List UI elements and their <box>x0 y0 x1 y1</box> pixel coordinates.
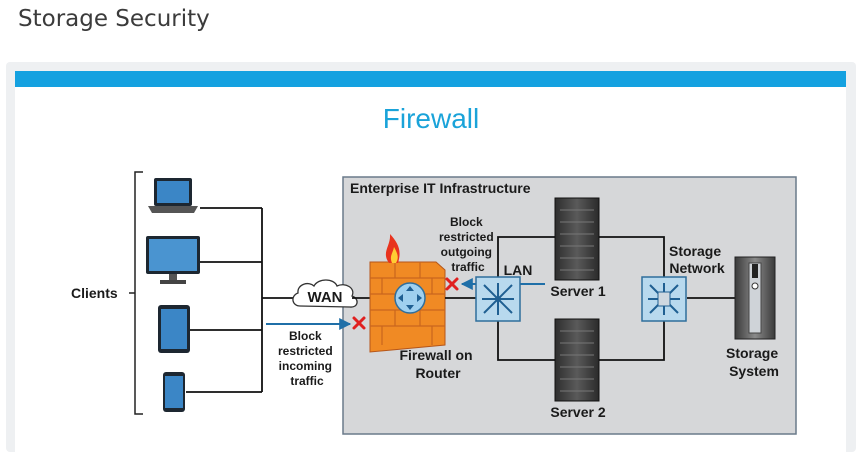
page-title: Storage Security <box>18 6 210 32</box>
server-1-label: Server 1 <box>550 283 605 299</box>
block-outgoing-x-icon <box>445 277 459 291</box>
lan-label: LAN <box>504 262 533 278</box>
server-2-label: Server 2 <box>550 404 605 420</box>
block-incoming-x-icon <box>352 316 366 330</box>
storage-system-icon <box>734 256 776 340</box>
enterprise-label: Enterprise IT Infrastructure <box>350 180 531 196</box>
storage-network-label: Storage Network <box>669 243 725 276</box>
clients-label: Clients <box>71 285 118 301</box>
card-header-bar <box>15 71 846 87</box>
server-1-icon <box>554 197 600 281</box>
firewall-label: Firewall on Router <box>399 347 476 381</box>
phone-icon <box>163 372 185 412</box>
lan-switch-icon <box>475 276 521 322</box>
tablet-icon <box>158 305 190 353</box>
server-2-icon <box>554 318 600 402</box>
clients-bracket <box>129 171 143 415</box>
block-incoming-label: Block restricted incoming traffic <box>278 329 336 388</box>
laptop-icon <box>148 178 198 213</box>
router-icon <box>394 282 426 314</box>
storage-network-switch-icon <box>641 276 687 322</box>
client-lines <box>186 207 300 393</box>
storage-system-label: Storage System <box>726 345 782 379</box>
block-outgoing-label: Block restricted outgoing traffic <box>439 215 497 274</box>
desktop-icon <box>146 236 200 284</box>
wan-label: WAN <box>308 289 343 306</box>
diagram-title: Firewall <box>383 103 479 134</box>
